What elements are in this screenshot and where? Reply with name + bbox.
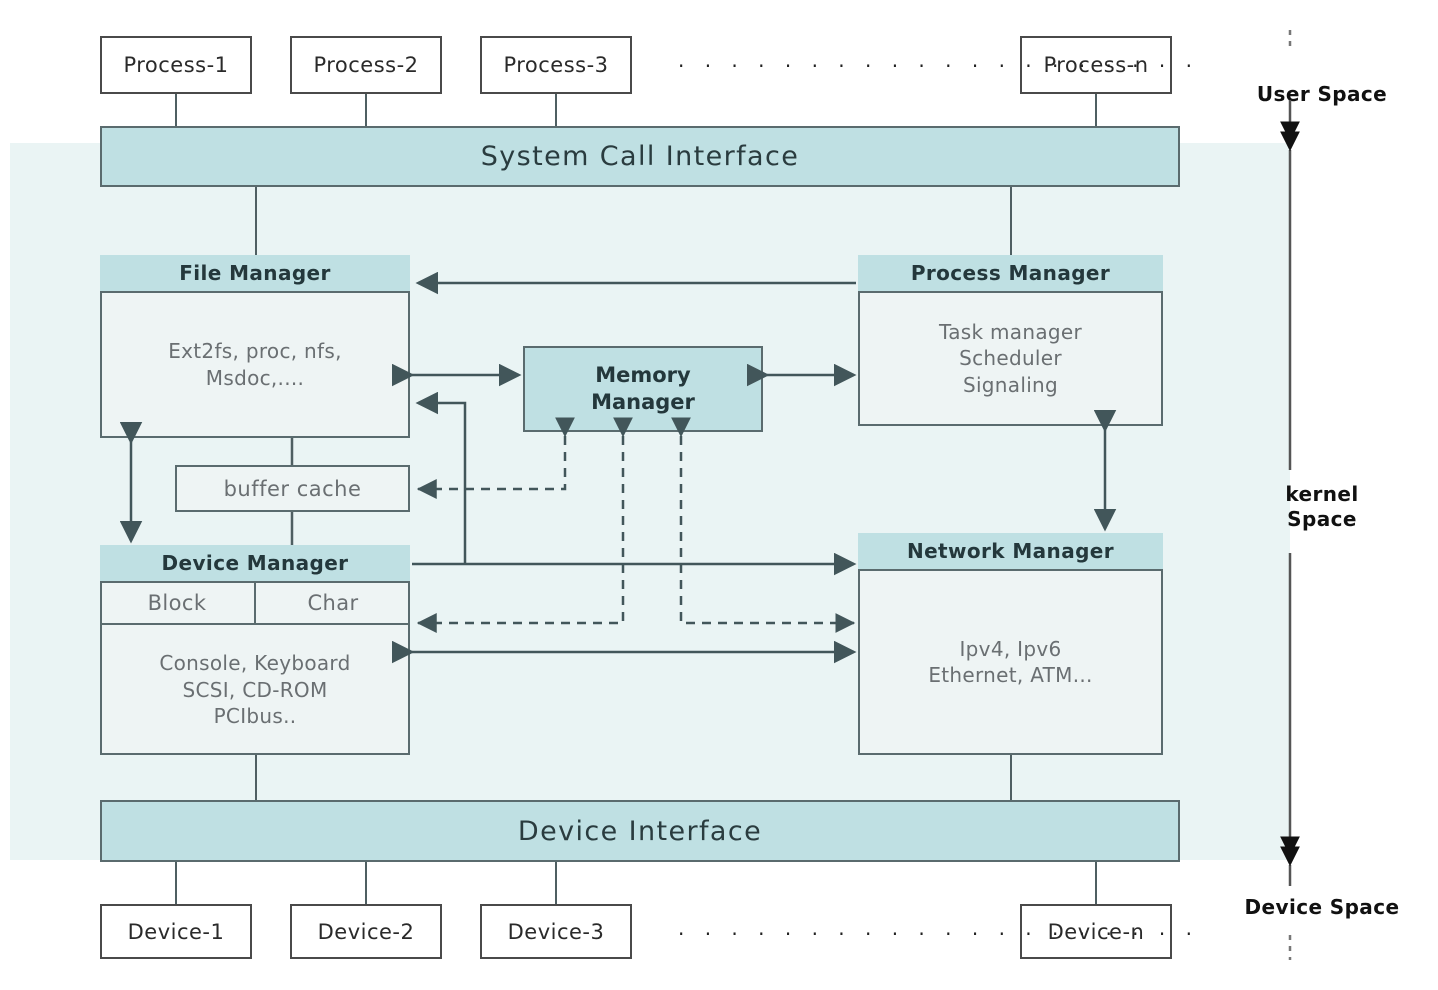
buffer-cache-label: buffer cache [223, 476, 362, 501]
process-box-1[interactable]: Process-1 [100, 36, 252, 94]
process-box-3-label: Process-3 [503, 53, 609, 77]
network-manager-title-text: Network Manager [906, 539, 1115, 563]
device-ellipsis: · · · · · · · · · · · · · · · · · · · · [678, 922, 1199, 946]
connector-device-manager-device-interface [255, 755, 257, 800]
file-manager-body-text: Ext2fs, proc, nfs, Msdoc,.... [168, 339, 342, 390]
system-call-interface-bar[interactable]: System Call Interface [100, 126, 1180, 187]
device-box-2[interactable]: Device-2 [290, 904, 442, 959]
process-box-n-label: Process-n [1043, 53, 1149, 77]
device-manager-body-text: Console, Keyboard SCSI, CD-ROM PCIbus.. [159, 651, 351, 729]
kernel-space-label: kernel Space [1285, 482, 1359, 531]
memory-manager-box[interactable]: Memory Manager [523, 346, 763, 432]
connector-device-interface-device2 [365, 862, 367, 904]
device-interface-label: Device Interface [517, 815, 763, 847]
device-box-1[interactable]: Device-1 [100, 904, 252, 959]
network-manager-body-text: Ipv4, Ipv6 Ethernet, ATM... [928, 636, 1093, 687]
process-manager-title: Process Manager [858, 255, 1163, 293]
process-ellipsis: · · · · · · · · · · · · · · · · · · · · [678, 54, 1199, 78]
process-box-2-label: Process-2 [313, 53, 419, 77]
file-manager-title: File Manager [100, 255, 410, 293]
connector-device-interface-device1 [175, 862, 177, 904]
device-manager-body: Console, Keyboard SCSI, CD-ROM PCIbus.. [102, 627, 408, 753]
connector-process2-syscall [365, 94, 367, 126]
connector-process1-syscall [175, 94, 177, 126]
system-call-interface-label: System Call Interface [480, 141, 800, 172]
device-manager-cell-block-label: Block [147, 591, 207, 615]
connector-device-interface-device3 [555, 862, 557, 904]
process-box-1-label: Process-1 [123, 53, 229, 77]
device-box-n[interactable]: Device-n [1020, 904, 1172, 959]
device-box-2-label: Device-2 [317, 919, 415, 944]
connector-process3-syscall [555, 94, 557, 126]
process-manager-title-text: Process Manager [910, 261, 1111, 285]
device-box-1-label: Device-1 [127, 919, 225, 944]
connector-network-manager-device-interface [1010, 755, 1012, 800]
process-manager-body-text: Task manager Scheduler Signaling [938, 319, 1082, 397]
process-box-n[interactable]: Process-n [1020, 36, 1172, 94]
network-manager-body: Ipv4, Ipv6 Ethernet, ATM... [860, 571, 1161, 753]
device-manager-cell-char-label: Char [307, 591, 359, 615]
connector-device-interface-devicen [1095, 862, 1097, 904]
file-manager-body: Ext2fs, proc, nfs, Msdoc,.... [102, 293, 408, 436]
device-box-3[interactable]: Device-3 [480, 904, 632, 959]
connector-syscall-process-manager [1010, 187, 1012, 255]
connector-syscall-file-manager [255, 187, 257, 255]
connector-processn-syscall [1095, 94, 1097, 126]
process-manager-body: Task manager Scheduler Signaling [860, 293, 1161, 424]
process-manager-box[interactable]: Process Manager Task manager Scheduler S… [858, 255, 1163, 426]
process-box-2[interactable]: Process-2 [290, 36, 442, 94]
device-manager-box[interactable]: Device Manager Block Char Console, Keybo… [100, 545, 410, 755]
user-space-label: User Space [1256, 82, 1388, 106]
network-manager-title: Network Manager [858, 533, 1163, 571]
device-box-3-label: Device-3 [507, 919, 605, 944]
device-box-n-label: Device-n [1047, 919, 1145, 944]
buffer-cache-box[interactable]: buffer cache [175, 465, 410, 512]
device-manager-cell-block[interactable]: Block [100, 583, 256, 625]
process-box-3[interactable]: Process-3 [480, 36, 632, 94]
device-manager-title: Device Manager [100, 545, 410, 583]
network-manager-box[interactable]: Network Manager Ipv4, Ipv6 Ethernet, ATM… [858, 533, 1163, 755]
file-manager-title-text: File Manager [179, 261, 331, 285]
memory-manager-title-text: Memory Manager [591, 362, 695, 414]
device-manager-cell-char[interactable]: Char [256, 583, 410, 625]
device-manager-title-text: Device Manager [161, 551, 349, 575]
file-manager-box[interactable]: File Manager Ext2fs, proc, nfs, Msdoc,..… [100, 255, 410, 438]
device-space-label: Device Space [1244, 895, 1400, 919]
device-interface-bar[interactable]: Device Interface [100, 800, 1180, 862]
